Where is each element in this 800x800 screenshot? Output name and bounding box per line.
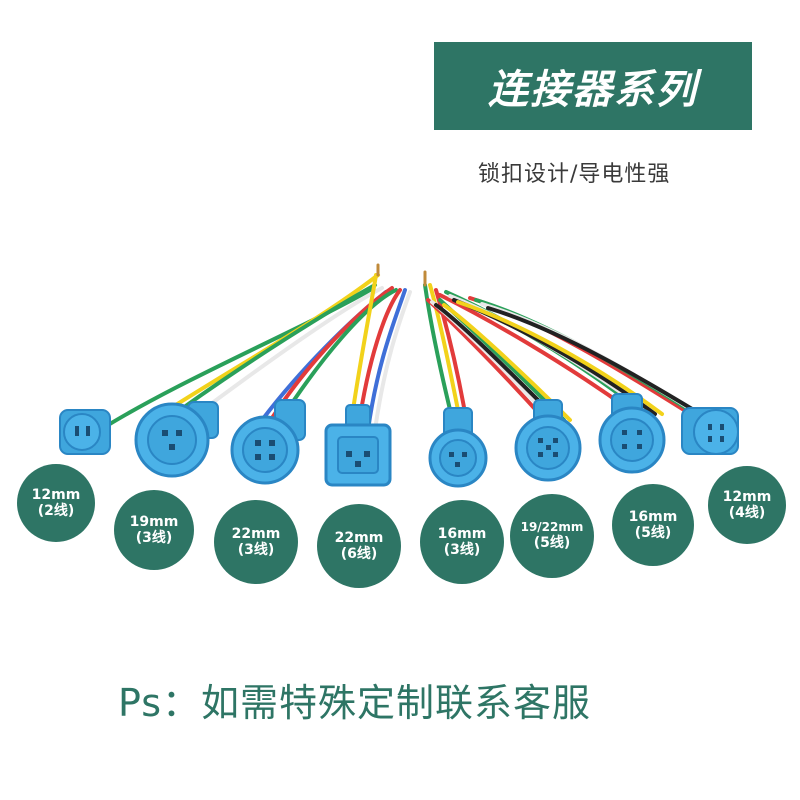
connector-16mm-5 xyxy=(598,393,666,474)
badge-size: 16mm xyxy=(628,508,678,525)
badge-size: 12mm xyxy=(31,486,81,503)
connector-16mm-3 xyxy=(428,407,488,488)
connector-22mm-6 xyxy=(324,404,392,487)
badge-wires: (3线) xyxy=(237,542,275,558)
badge-wires: (3线) xyxy=(443,542,481,558)
badge-16mm-3: 16mm (3线) xyxy=(420,500,504,584)
wire-white xyxy=(373,290,412,432)
connector-22mm-3 xyxy=(230,399,306,485)
badge-19-22mm-5: 19/22mm (5线) xyxy=(510,494,594,578)
badge-size: 22mm xyxy=(231,525,281,542)
footer-note: Ps：如需特殊定制联系客服 xyxy=(118,681,592,725)
connector-12mm-2 xyxy=(59,409,111,455)
wire-green xyxy=(280,288,398,420)
badge-size: 19mm xyxy=(129,513,179,530)
badge-12mm-4: 12mm (4线) xyxy=(708,466,786,544)
badge-wires: (2线) xyxy=(37,503,75,519)
banner-title: 连接器系列 xyxy=(488,67,698,113)
badge-12mm-2: 12mm (2线) xyxy=(17,464,95,542)
wire-green xyxy=(178,283,377,412)
wire-red xyxy=(438,293,632,412)
wire-white xyxy=(198,286,384,414)
badge-19mm-3: 19mm (3线) xyxy=(114,490,194,570)
wire-bundle xyxy=(98,263,722,432)
badge-wires: (4线) xyxy=(728,505,766,521)
badge-wires: (5线) xyxy=(533,534,571,551)
badge-wires: (6线) xyxy=(340,546,378,562)
connector-19-22mm-5 xyxy=(514,399,582,482)
wire-yellow xyxy=(158,273,380,417)
badge-size: 19/22mm xyxy=(520,520,584,535)
wire-blue xyxy=(366,288,407,432)
badge-wires: (3线) xyxy=(135,530,173,546)
connector-19mm-3 xyxy=(134,401,219,478)
badge-22mm-6: 22mm (6线) xyxy=(317,504,401,588)
badge-22mm-3: 22mm (3线) xyxy=(214,500,298,584)
badge-size: 16mm xyxy=(437,525,487,542)
subtitle: 锁扣设计/导电性强 xyxy=(478,162,671,187)
wire-red xyxy=(270,286,394,420)
connector-12mm-4 xyxy=(681,407,739,455)
badge-size: 12mm xyxy=(722,488,772,505)
badge-16mm-5: 16mm (5线) xyxy=(612,484,694,566)
badge-wires: (5线) xyxy=(634,525,672,541)
title-banner: 连接器系列 xyxy=(434,42,752,130)
badge-size: 22mm xyxy=(334,529,384,546)
